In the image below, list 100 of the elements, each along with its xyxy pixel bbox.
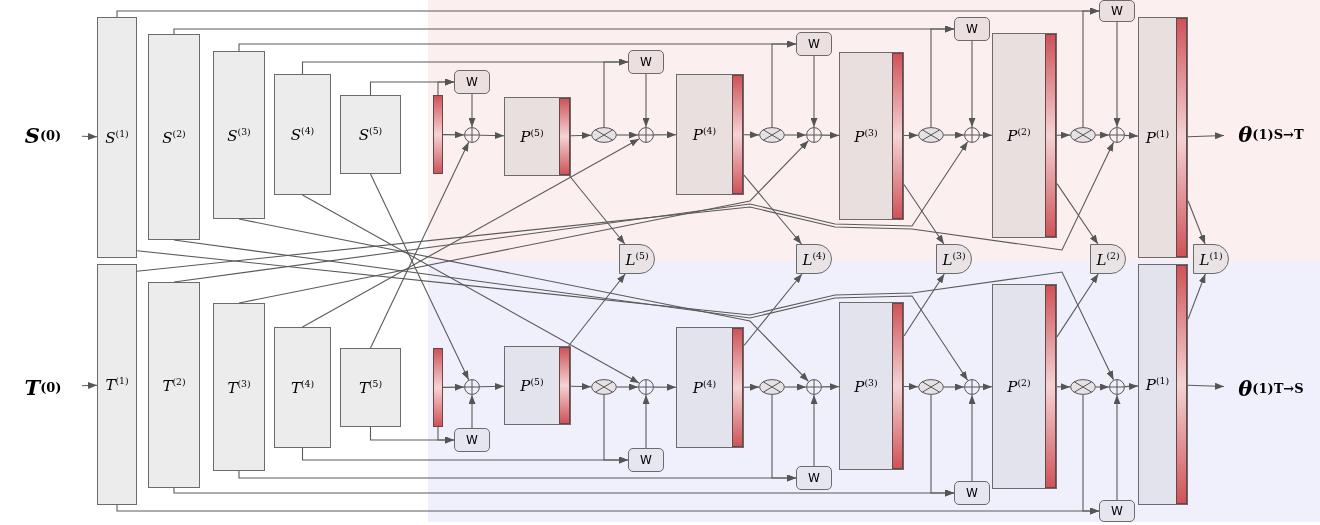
arrow [784, 383, 807, 391]
sum-operator [638, 127, 654, 143]
sum-operator [464, 379, 480, 395]
prediction-box [992, 284, 1057, 489]
arrow [784, 131, 807, 139]
arrow [903, 383, 919, 391]
product-operator [591, 379, 617, 395]
math-label: P$^{(5)}$ [520, 128, 544, 145]
weight-box [454, 70, 490, 94]
math-label: S$^{(2)}$ [162, 128, 186, 146]
weight-label: W [808, 38, 820, 50]
arrow [442, 131, 465, 139]
sum-operator [964, 379, 980, 395]
prediction-box [504, 97, 571, 176]
math-label: P$^{(3)}$ [854, 377, 878, 395]
prediction-box [1138, 17, 1188, 258]
math-label: S$^{(3)}$ [227, 126, 251, 144]
arrow [943, 383, 965, 391]
arrow [810, 394, 818, 467]
weight-box [1099, 0, 1135, 22]
math-label: P$^{(3)}$ [854, 127, 878, 145]
arrow [173, 141, 969, 283]
weight-box [796, 466, 832, 490]
arrow [903, 131, 919, 139]
arrow [1095, 383, 1110, 391]
arrow [569, 175, 626, 245]
arrow [81, 382, 98, 389]
arrow [979, 131, 993, 139]
arrow [930, 25, 955, 128]
arrow [771, 394, 797, 482]
product-operator [918, 127, 944, 143]
feature-map-box [340, 348, 401, 427]
weight-box [796, 32, 832, 56]
loss-node [1090, 244, 1126, 274]
arrow [642, 73, 650, 128]
prediction-box [504, 346, 571, 425]
math-label: T$^{(0)}$ [4, 368, 82, 406]
arrow [903, 183, 945, 245]
weight-label: W [808, 472, 820, 484]
sum-operator [964, 127, 980, 143]
feature-map-box [274, 327, 331, 448]
product-operator [918, 379, 944, 395]
arrow [743, 131, 760, 139]
weight-label: W [966, 487, 978, 499]
math-label: T$^{(3)}$ [227, 378, 251, 396]
arrow [369, 141, 470, 349]
arrow [437, 426, 455, 444]
math-label: P$^{(1)}$ [1145, 376, 1170, 393]
math-label: T$^{(2)}$ [162, 376, 186, 394]
prediction-box [839, 302, 904, 470]
sum-operator [1109, 127, 1125, 143]
arrow [1187, 132, 1225, 140]
sum-operator [464, 127, 480, 143]
prediction-box [676, 327, 744, 448]
arrow [479, 383, 505, 390]
loss-node [619, 244, 655, 274]
sum-operator [806, 127, 822, 143]
arrow [468, 93, 476, 128]
arrow [653, 383, 677, 391]
feature-map-box [213, 51, 265, 219]
arrow [603, 394, 629, 464]
arrow [1095, 131, 1110, 139]
arrow [810, 55, 818, 128]
math-label: P$^{(4)}$ [692, 379, 717, 396]
feature-map-box [97, 17, 137, 258]
arrow [568, 273, 626, 347]
arrow [821, 131, 840, 139]
arrow [238, 218, 809, 382]
arrow [1056, 183, 1099, 245]
math-label: T$^{(1)}$ [105, 376, 129, 393]
arrow [442, 383, 465, 391]
math-label: P$^{(2)}$ [1007, 127, 1031, 144]
arrow [81, 133, 98, 140]
loss-node [1193, 244, 1229, 274]
product-operator [1070, 379, 1096, 395]
arrow [743, 273, 803, 347]
arrow [369, 173, 470, 381]
weight-label: W [640, 56, 652, 68]
arrow [968, 394, 976, 482]
arrow [1056, 383, 1071, 391]
product-operator [591, 127, 617, 143]
math-label: S$^{(5)}$ [358, 126, 383, 143]
arrow [603, 58, 629, 128]
math-label: L$^{(2)}$ [1096, 250, 1120, 268]
weight-box [954, 481, 990, 505]
arrow [616, 131, 639, 139]
weight-box [954, 17, 990, 41]
math-label: P$^{(5)}$ [520, 377, 544, 394]
product-operator [1070, 127, 1096, 143]
feature-bar [433, 95, 443, 174]
arrow [771, 40, 797, 128]
prediction-box [676, 74, 744, 195]
prediction-box [839, 52, 904, 220]
math-label: P$^{(2)}$ [1007, 378, 1031, 395]
arrow [968, 40, 976, 128]
math-label: T$^{(4)}$ [290, 379, 315, 396]
sum-operator [806, 379, 822, 395]
feature-map-box [213, 303, 265, 471]
arrow [468, 394, 476, 429]
sum-operator [638, 379, 654, 395]
